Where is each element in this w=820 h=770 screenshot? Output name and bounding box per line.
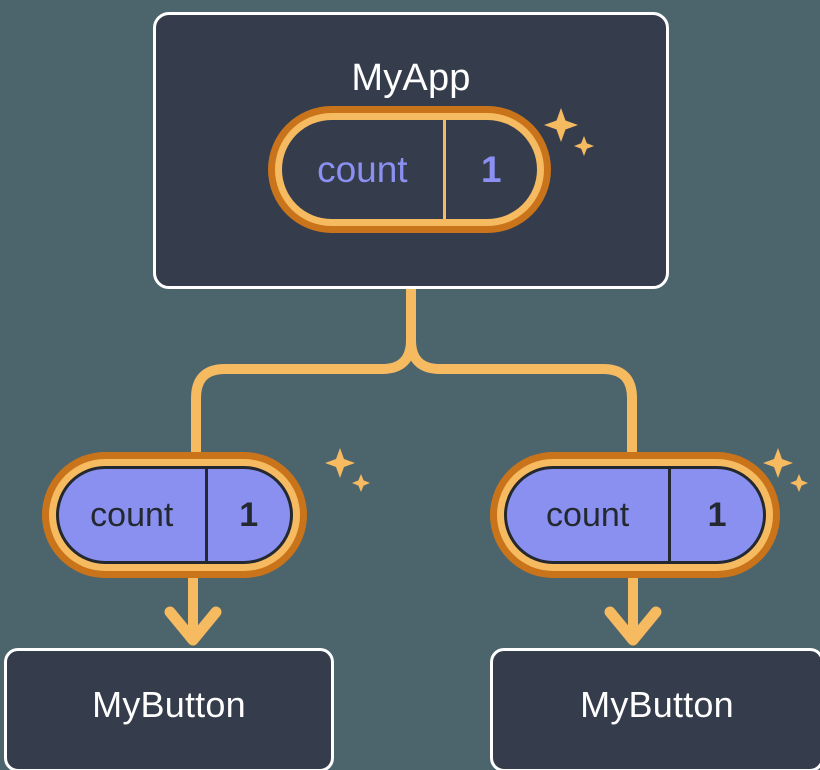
state-pill-ring: count 1 [275,113,544,226]
state-pill-body: count 1 [282,120,537,219]
state-pill-ring: count 1 [49,459,300,571]
state-pill-child-left[interactable]: count 1 [42,452,307,578]
component-label-mybutton-right: MyButton [580,684,734,725]
down-arrow-icon-left [164,573,222,646]
state-pill-myapp[interactable]: count 1 [268,106,551,233]
state-key-label: count [317,148,408,190]
state-value-label: 1 [204,469,290,561]
state-pill-ring: count 1 [497,459,773,571]
component-label-myapp: MyApp [351,57,471,99]
state-value-label: 1 [442,120,537,219]
component-card-mybutton-left[interactable]: MyButton [4,648,334,770]
state-pill-body: count 1 [56,466,293,564]
state-pill-child-right[interactable]: count 1 [490,452,780,578]
state-value-label: 1 [668,469,763,561]
down-arrow-icon-right [604,573,662,646]
tree-branch-connector [191,284,416,457]
tree-branch-connector-right [406,335,637,457]
state-key-label: count [90,495,174,534]
state-pill-body: count 1 [504,466,766,564]
component-label-mybutton-left: MyButton [92,684,246,725]
sparkle-icon-child-left [318,440,384,511]
state-key-label: count [546,495,630,534]
component-card-mybutton-right[interactable]: MyButton [490,648,820,770]
